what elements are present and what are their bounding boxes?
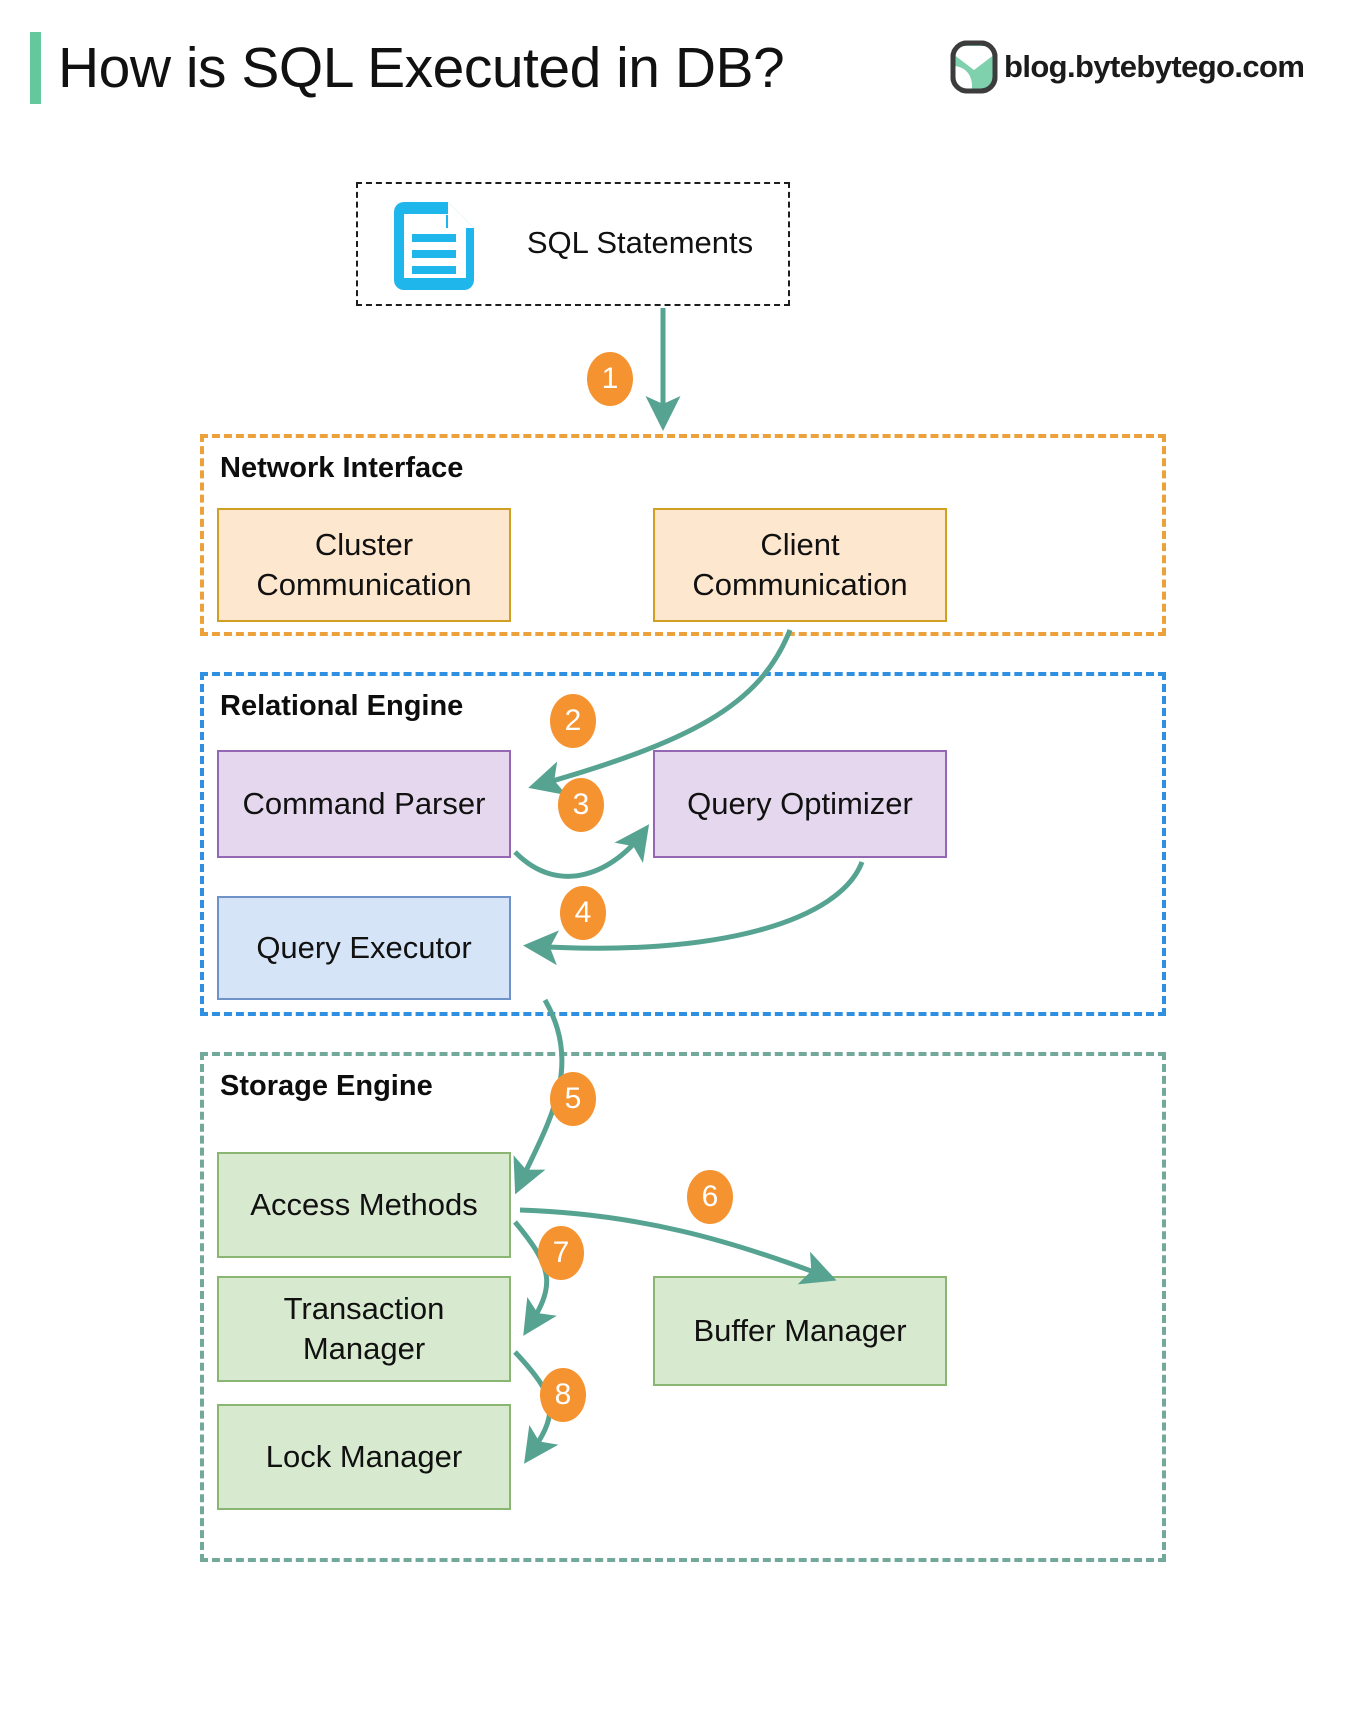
step-badge-4: 4 — [560, 886, 606, 940]
sql-statements-label: SQL Statements — [526, 225, 754, 260]
node-command-parser[interactable]: Command Parser — [217, 750, 511, 858]
group-network-interface-title: Network Interface — [220, 452, 464, 484]
node-lock-manager[interactable]: Lock Manager — [217, 1404, 511, 1510]
brand: blog.bytebytego.com — [950, 40, 1305, 94]
group-relational-engine-title: Relational Engine — [220, 690, 464, 722]
step-badge-3: 3 — [558, 778, 604, 832]
document-icon — [394, 202, 474, 290]
group-storage-engine — [200, 1052, 1166, 1562]
node-transaction-manager-line2: Manager — [302, 1331, 426, 1366]
node-client-communication-line1: Client — [760, 527, 840, 562]
node-query-optimizer[interactable]: Query Optimizer — [653, 750, 947, 858]
page-title: How is SQL Executed in DB? — [58, 36, 785, 100]
page-header: How is SQL Executed in DB? blog.bytebyte… — [0, 0, 1358, 140]
node-transaction-manager-line1: Transaction — [283, 1291, 445, 1326]
node-cluster-communication[interactable]: Cluster Communication — [217, 508, 511, 622]
node-buffer-manager[interactable]: Buffer Manager — [653, 1276, 947, 1386]
node-access-methods[interactable]: Access Methods — [217, 1152, 511, 1258]
step-badge-5: 5 — [550, 1072, 596, 1126]
node-client-communication[interactable]: Client Communication — [653, 508, 947, 622]
node-transaction-manager[interactable]: Transaction Manager — [217, 1276, 511, 1382]
node-cluster-communication-line1: Cluster — [314, 527, 414, 562]
step-badge-8: 8 — [540, 1368, 586, 1422]
step-badge-7: 7 — [538, 1226, 584, 1280]
brand-text: blog.bytebytego.com — [1004, 49, 1305, 84]
step-badge-1: 1 — [587, 352, 633, 406]
bytebytego-logo-icon — [950, 40, 998, 94]
title-accent-bar — [30, 32, 41, 104]
node-cluster-communication-line2: Communication — [256, 567, 472, 602]
group-storage-engine-title: Storage Engine — [220, 1070, 433, 1102]
node-query-executor[interactable]: Query Executor — [217, 896, 511, 1000]
node-client-communication-line2: Communication — [692, 567, 908, 602]
step-badge-6: 6 — [687, 1170, 733, 1224]
step-badge-2: 2 — [550, 694, 596, 748]
